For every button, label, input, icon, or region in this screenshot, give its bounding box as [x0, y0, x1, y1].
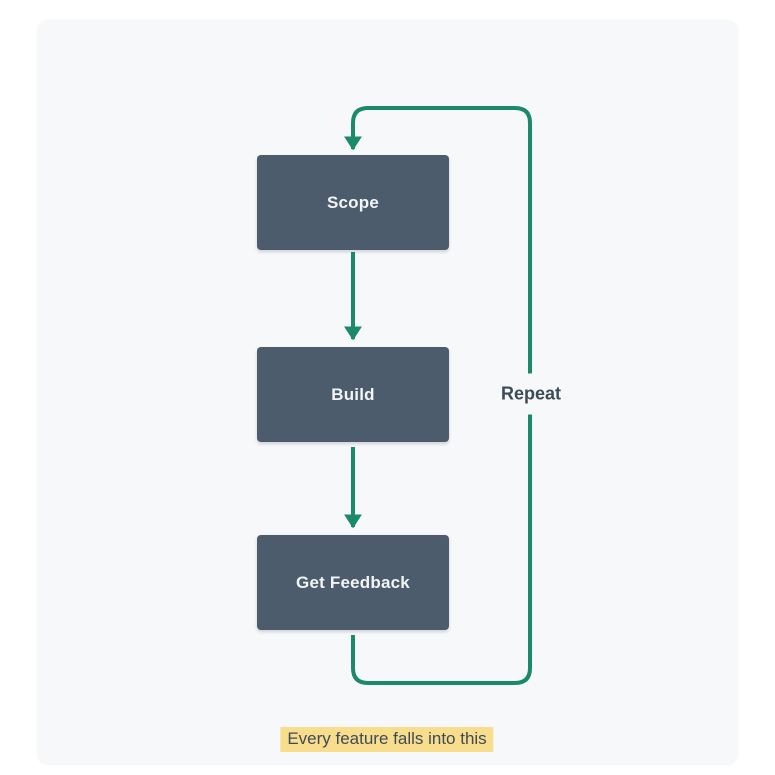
- node-label: Scope: [326, 192, 380, 212]
- flowchart-node-get-feedback: Get Feedback: [257, 535, 449, 630]
- flowchart-node-scope: Scope: [257, 155, 449, 250]
- node-label: Build: [331, 384, 375, 404]
- flowchart-node-build: Build: [257, 347, 449, 442]
- loop-edge-label: Repeat: [495, 373, 567, 415]
- node-label: Get Feedback: [296, 572, 410, 592]
- diagram-caption: Every feature falls into this: [280, 727, 494, 752]
